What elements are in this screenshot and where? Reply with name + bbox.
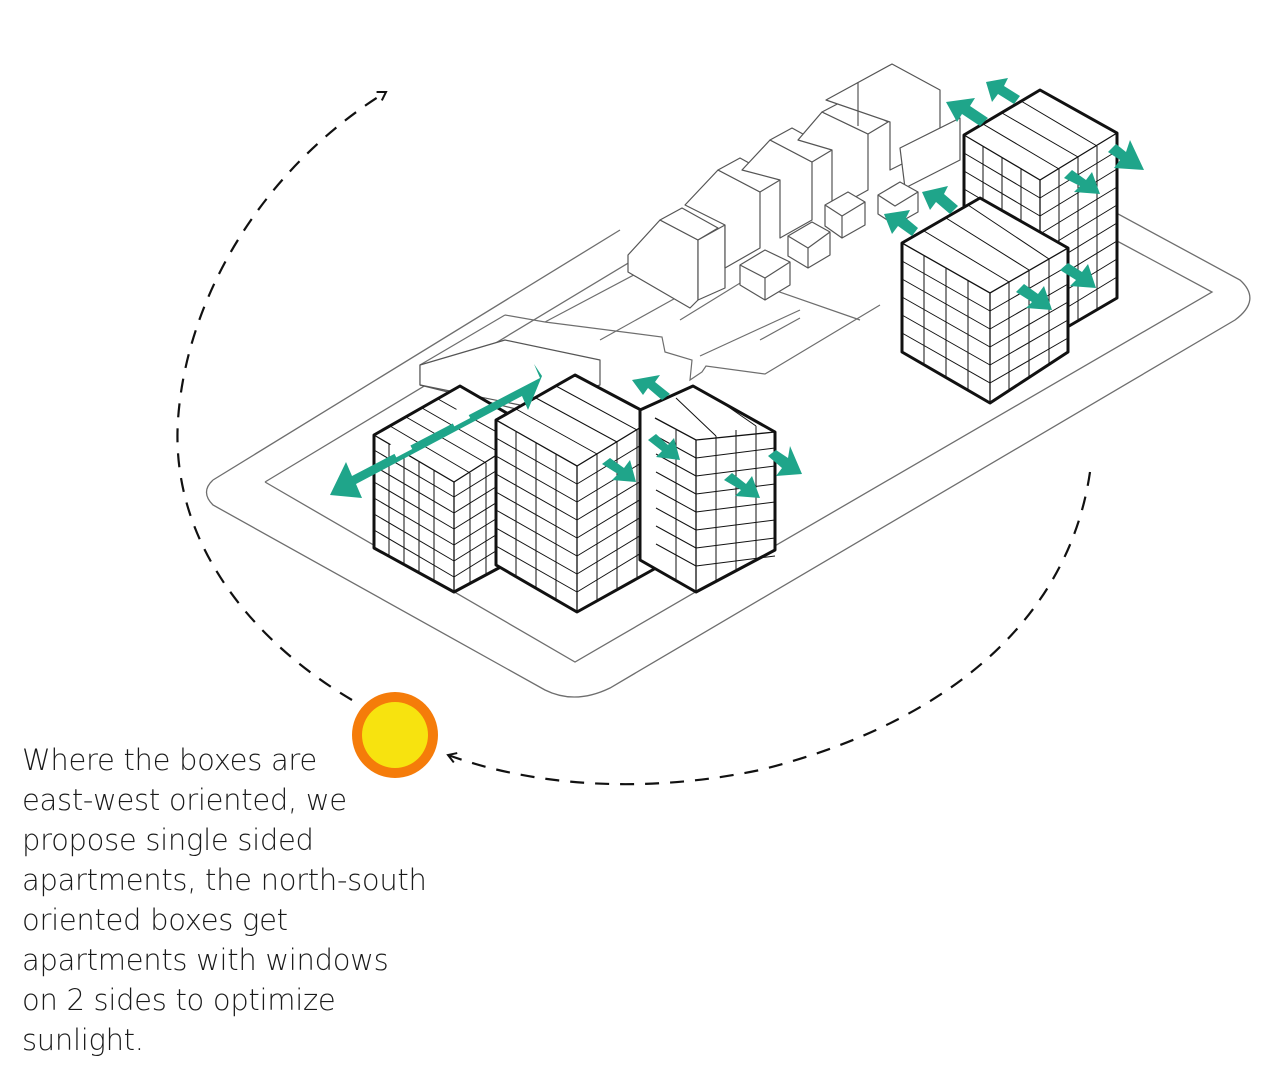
- building-a-block-3: [638, 384, 777, 594]
- arrow-up-left-icon: [884, 210, 918, 236]
- arrow-right-icon: [768, 446, 802, 476]
- sun-path: [176, 90, 1092, 786]
- arrow-down-right-icon: [1016, 284, 1052, 310]
- caption-line: on 2 sides to optimize: [22, 983, 336, 1017]
- double-arrow-icon: [389, 405, 471, 458]
- arrow-down-right-icon: [648, 434, 680, 460]
- dashed-arc-arrow-icon: [176, 90, 388, 701]
- caption-line: propose single sided: [22, 823, 314, 857]
- arrow-down-right-icon: [602, 458, 636, 482]
- arrow-down-right-icon: [1064, 170, 1100, 194]
- sun-icon: [352, 692, 438, 778]
- caption-line: apartments, the north-south: [22, 863, 427, 897]
- caption-line: oriented boxes get: [22, 903, 288, 937]
- building-a-block-2: [494, 373, 658, 614]
- caption-text: Where the boxes are east-west oriented, …: [22, 740, 427, 1060]
- context-houses: [419, 63, 961, 411]
- arrow-down-right-icon: [724, 473, 760, 498]
- building-a-east-west: [372, 373, 777, 614]
- dashed-arc-arrow-icon: [446, 471, 1092, 786]
- arrow-down-right-icon: [1060, 263, 1096, 288]
- arrow-up-left-icon: [632, 375, 670, 400]
- caption-line: Where the boxes are: [22, 743, 317, 777]
- caption-line: sunlight.: [22, 1023, 144, 1057]
- arrow-up-left-icon: [922, 186, 958, 214]
- window-orientation-arrows: [330, 78, 1144, 498]
- caption-line: apartments with windows: [22, 943, 389, 977]
- caption-line: east-west oriented, we: [22, 783, 347, 817]
- arrow-right-icon: [1108, 140, 1144, 170]
- double-arrow-icon: [330, 364, 542, 498]
- arrow-up-left-icon: [946, 98, 988, 126]
- building-b-block-front: [900, 196, 1070, 405]
- arrow-up-left-icon: [986, 78, 1020, 104]
